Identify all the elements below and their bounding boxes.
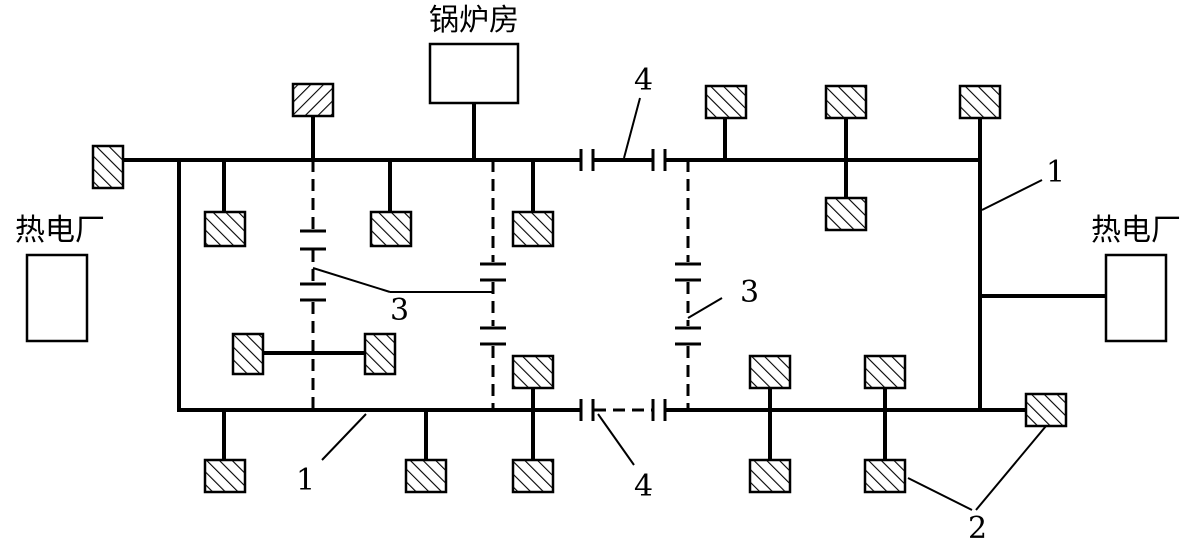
valve-icon [300, 229, 326, 251]
consumer-icon [704, 84, 748, 120]
valve-icon [675, 262, 701, 282]
consumer-icon [404, 458, 448, 494]
boiler-room-box [428, 42, 520, 105]
label-2: 2 [968, 511, 987, 542]
consumer-icon [203, 210, 247, 248]
valve-icon [300, 282, 326, 302]
consumer-icon [203, 458, 247, 494]
special-consumer-icon [291, 82, 335, 118]
consumer-icon [363, 332, 397, 376]
leader-lines [312, 97, 1047, 511]
label-1-bottom: 1 [296, 463, 315, 498]
valve-icon [651, 149, 667, 171]
consumers [91, 84, 1068, 494]
plant-right-box [1104, 253, 1168, 343]
consumer-icon [863, 458, 907, 494]
consumer-icon [91, 144, 125, 190]
label-3-right: 3 [740, 275, 759, 310]
vertical-valves [300, 229, 701, 346]
consumer-icon [824, 84, 868, 120]
consumer-icon [863, 354, 907, 390]
sources [25, 42, 1168, 343]
consumer-icon [1024, 392, 1068, 428]
plant-right-label: 热电厂 [1091, 213, 1181, 248]
horizontal-valves [579, 149, 667, 421]
valve-icon [480, 326, 506, 346]
boiler-room-label: 锅炉房 [429, 3, 519, 38]
consumer-icon [511, 354, 555, 390]
valve-icon [579, 399, 595, 421]
consumer-icon [748, 354, 792, 390]
consumer-icon [369, 210, 413, 248]
label-4-top: 4 [634, 63, 653, 98]
consumer-icon [231, 332, 265, 376]
main-pipeline [124, 158, 1106, 412]
consumer-icon [824, 196, 868, 232]
valve-icon [651, 399, 667, 421]
label-1-right: 1 [1046, 155, 1065, 190]
consumer-icon [748, 458, 792, 494]
consumer-icon [511, 458, 555, 494]
consumer-icon [511, 210, 555, 248]
plant-left-label: 热电厂 [15, 213, 105, 248]
plant-left-box [25, 253, 89, 343]
valve-icon [675, 326, 701, 346]
consumer-icon [958, 84, 1002, 120]
label-3-left: 3 [390, 293, 409, 328]
valve-icon [579, 149, 595, 171]
valve-icon [480, 262, 506, 282]
branch-lines [222, 103, 982, 460]
dashed-links [311, 160, 690, 410]
label-4-bottom: 4 [634, 469, 653, 504]
